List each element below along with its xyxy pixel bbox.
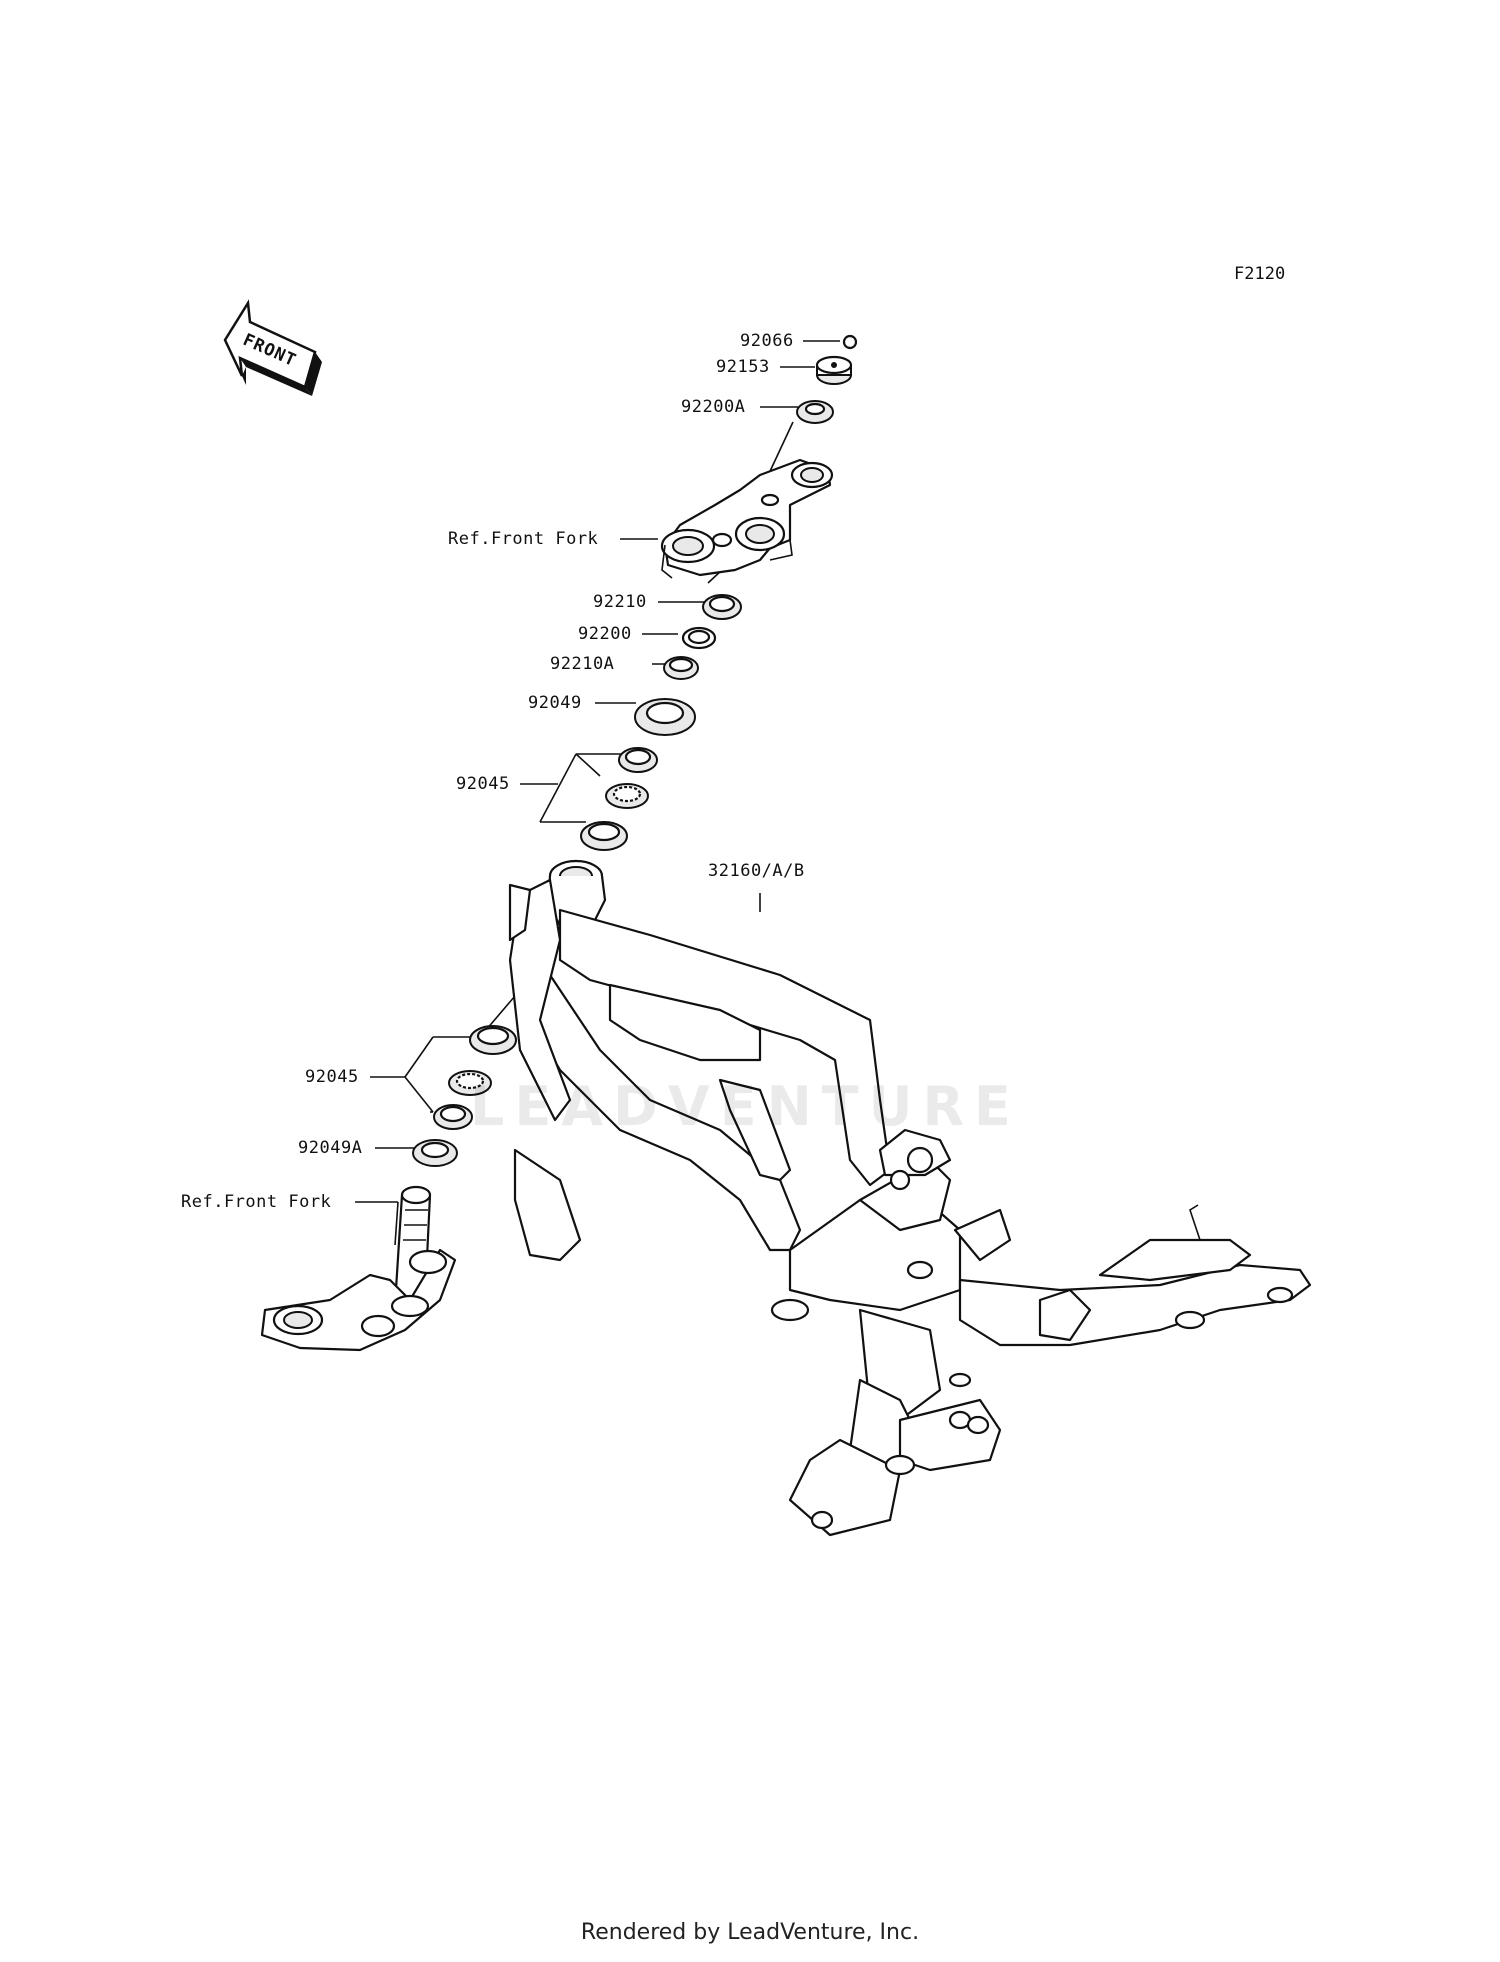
label-ref-front-fork-bottom[interactable]: Ref.Front Fork (181, 1192, 332, 1212)
label-92049[interactable]: 92049 (528, 693, 582, 713)
label-92210[interactable]: 92210 (593, 592, 647, 612)
bolt-92066-shape (842, 334, 858, 350)
frame-shape (508, 859, 1312, 1537)
seal-92049A-shape (412, 1139, 458, 1167)
watermark: LEADVENTURE (470, 1075, 1021, 1138)
diagram-code: F2120 (1234, 264, 1286, 284)
label-92045-upper[interactable]: 92045 (456, 774, 510, 794)
seal-92049-shape (634, 698, 696, 736)
bearing-92045-lower-shape (433, 1025, 517, 1130)
bearing-92210A-shape (663, 656, 699, 680)
label-92200A[interactable]: 92200A (681, 397, 746, 417)
label-92153[interactable]: 92153 (716, 357, 770, 377)
lower-triple-clamp-shape (260, 1185, 457, 1352)
label-92066[interactable]: 92066 (740, 331, 794, 351)
washer-92200A-shape (796, 400, 834, 424)
upper-triple-clamp-shape (660, 458, 834, 579)
washer-92200-shape (681, 626, 717, 650)
label-92210A[interactable]: 92210A (550, 654, 615, 674)
bearing-92045-upper-shape (580, 747, 658, 851)
nut-92153-shape (815, 355, 853, 385)
bearing-92210-shape (702, 594, 742, 620)
label-92049A[interactable]: 92049A (298, 1138, 363, 1158)
label-ref-front-fork-top[interactable]: Ref.Front Fork (448, 529, 599, 549)
label-92045-lower[interactable]: 92045 (305, 1067, 359, 1087)
front-arrow-icon (223, 299, 322, 396)
label-92200[interactable]: 92200 (578, 624, 632, 644)
footer-credit: Rendered by LeadVenture, Inc. (580, 1920, 920, 1945)
label-32160[interactable]: 32160/A/B (708, 861, 805, 881)
